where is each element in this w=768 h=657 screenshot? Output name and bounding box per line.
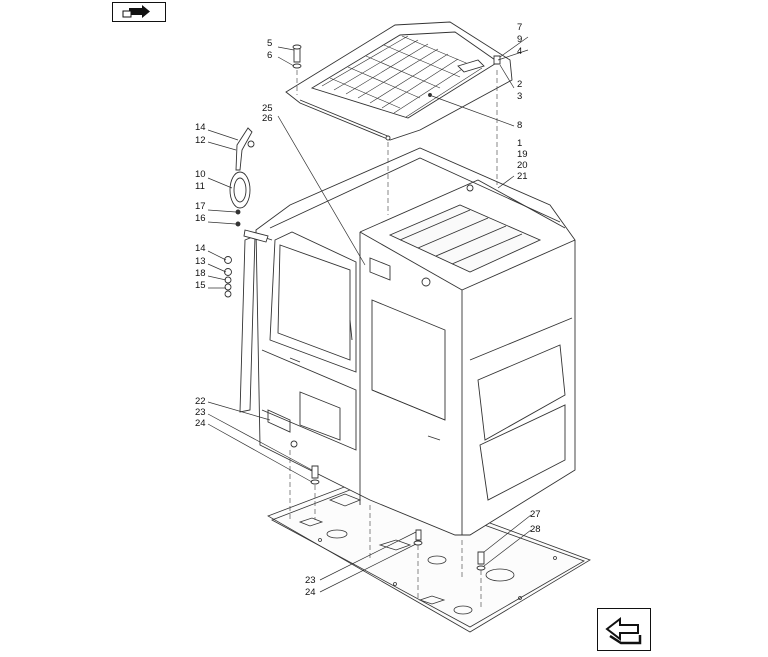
callout-11: 11 [195, 181, 205, 192]
callout-16: 16 [195, 213, 206, 224]
callout-3: 3 [517, 91, 522, 102]
callout-26: 26 [262, 113, 273, 124]
callout-13: 13 [195, 256, 206, 267]
callout-2: 2 [517, 79, 522, 90]
callout-15: 15 [195, 280, 206, 291]
callout-labels: 7 9 4 5 6 2 3 8 1 19 20 21 25 26 14 12 1… [195, 22, 541, 598]
callout-19: 19 [517, 149, 528, 160]
callout-10: 10 [195, 169, 206, 180]
callout-21: 21 [517, 171, 528, 182]
callout-23-bottom: 23 [305, 575, 316, 586]
callout-14-bottom: 14 [195, 243, 206, 254]
callout-18: 18 [195, 268, 206, 279]
callout-23-left: 23 [195, 407, 206, 418]
callout-22: 22 [195, 396, 206, 407]
callout-12: 12 [195, 135, 206, 146]
left-parts [224, 127, 269, 298]
callout-28: 28 [530, 524, 541, 535]
callout-24-left: 24 [195, 418, 206, 429]
cab-body [239, 147, 576, 536]
callout-14-top: 14 [195, 122, 206, 133]
floor-plate [267, 477, 591, 633]
callout-6: 6 [267, 50, 272, 61]
callout-20: 20 [517, 160, 528, 171]
callout-9: 9 [517, 34, 522, 45]
leader-lines [207, 36, 532, 593]
roof-panel [285, 21, 513, 141]
callout-27: 27 [530, 509, 541, 520]
callout-25: 25 [262, 103, 273, 114]
callout-7: 7 [517, 22, 522, 33]
next-page-button[interactable] [597, 608, 651, 651]
alignment-lines [289, 70, 498, 610]
fasteners [292, 44, 501, 571]
callout-8: 8 [517, 120, 522, 131]
prev-page-button[interactable] [112, 2, 166, 22]
callout-1: 1 [517, 138, 522, 149]
callout-5: 5 [267, 38, 272, 49]
arrow-page-next-icon [605, 616, 642, 645]
callout-17: 17 [195, 201, 206, 212]
arrow-page-prev-icon [122, 5, 150, 18]
callout-24-bottom: 24 [305, 587, 316, 598]
callout-4: 4 [517, 46, 522, 57]
